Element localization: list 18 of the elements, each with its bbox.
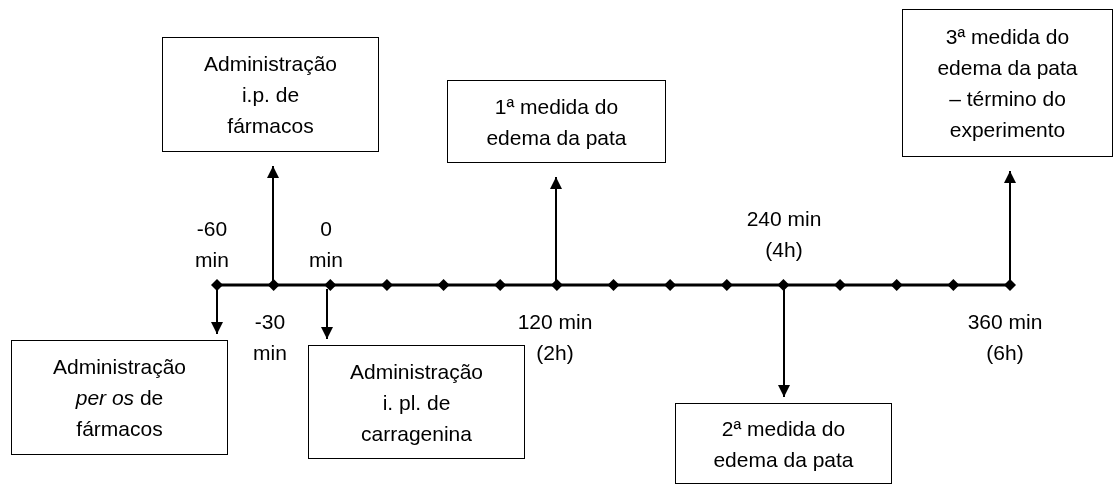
time-label: -30 min (252, 309, 288, 366)
time-label: 360 min (6h) (966, 309, 1044, 366)
arrow (1004, 170, 1016, 282)
arrow (550, 176, 562, 282)
arrow (211, 288, 223, 335)
arrow (321, 288, 333, 340)
arrow (267, 165, 279, 282)
text-box: 3ª medida do edema da pata – término do experimento (902, 9, 1113, 157)
text-box: Administração i. pl. de carragenina (308, 345, 525, 459)
text-box: 2ª medida do edema da pata (675, 403, 892, 484)
arrow (778, 288, 790, 398)
time-label: 0 min (308, 216, 344, 273)
text-box: Administração per os de fármacos (11, 340, 228, 455)
text-box: 1ª medida do edema da pata (447, 80, 666, 163)
time-label: 240 min (4h) (745, 206, 823, 263)
text-box: Administração i.p. de fármacos (162, 37, 379, 152)
time-label: -60 min (194, 216, 230, 273)
timeline-axis (210, 278, 1017, 292)
